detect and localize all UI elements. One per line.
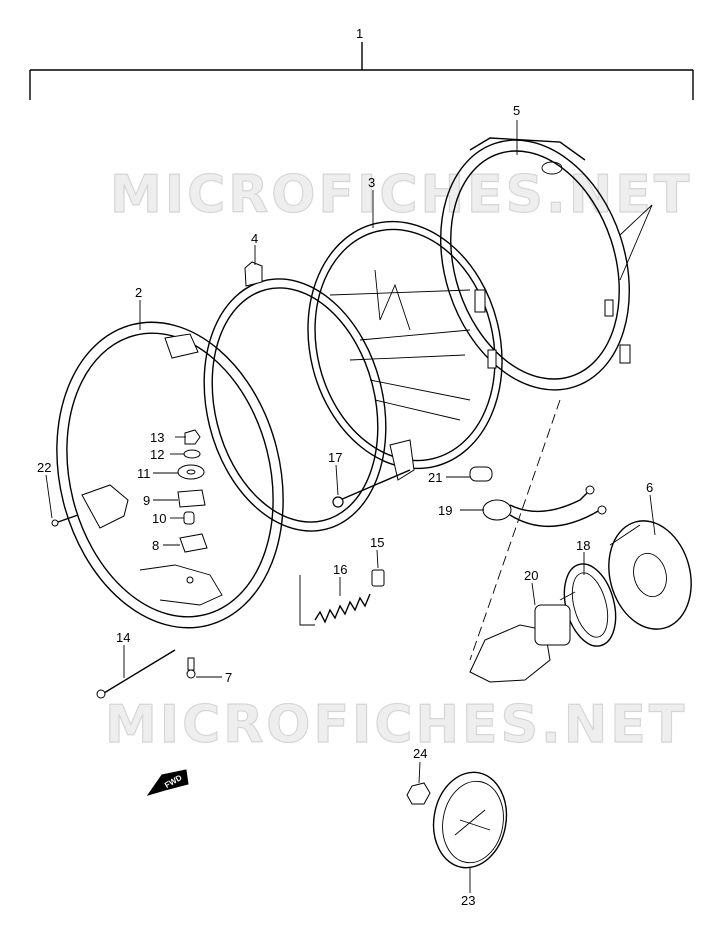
part-4-rim	[203, 261, 415, 532]
callout-11: 11	[137, 466, 151, 481]
part-23-cover	[432, 771, 508, 869]
watermark-top: MICROFICHES.NET	[110, 165, 692, 225]
part-22-screw	[51, 514, 79, 527]
hardware-stack	[177, 429, 208, 553]
part-19-socket	[482, 485, 607, 528]
divider-line	[469, 399, 561, 661]
callout-17: 17	[328, 450, 342, 465]
callout-20: 20	[524, 568, 538, 583]
part-2-case-ring	[56, 321, 284, 629]
callout-24: 24	[413, 746, 427, 761]
part-21-bulb	[469, 466, 493, 482]
callout-6: 6	[646, 480, 653, 495]
callout-16: 16	[333, 562, 347, 577]
part-3-sealed-beam	[307, 220, 503, 470]
callout-15: 15	[370, 535, 384, 550]
callout-23: 23	[461, 893, 475, 908]
callout-7: 7	[225, 670, 232, 685]
callout-4: 4	[251, 231, 258, 246]
callout-12: 12	[150, 447, 164, 462]
callout-22: 22	[37, 460, 51, 475]
callout-1: 1	[356, 26, 363, 41]
part-6-socket-housing	[608, 520, 692, 630]
assembly-bracket	[29, 42, 694, 100]
callout-2: 2	[135, 285, 142, 300]
part-17-screw	[332, 469, 411, 508]
fwd-direction-badge: FWD	[146, 769, 189, 796]
part-15-nut	[371, 569, 385, 587]
watermark-bottom: MICROFICHES.NET	[105, 695, 687, 755]
callout-21: 21	[428, 470, 442, 485]
part-14-bolt	[96, 649, 176, 699]
callout-8: 8	[152, 538, 159, 553]
part-16-spring	[299, 575, 371, 626]
callout-3: 3	[368, 175, 375, 190]
callout-5: 5	[513, 103, 520, 118]
callout-14: 14	[116, 630, 130, 645]
callout-19: 19	[438, 503, 452, 518]
callout-10: 10	[152, 511, 166, 526]
leader-lines	[45, 120, 656, 893]
part-7-bolt	[186, 657, 196, 679]
callout-18: 18	[576, 538, 590, 553]
part-20-halogen-bulb	[469, 591, 576, 683]
part-24-nut	[406, 782, 431, 805]
callout-9: 9	[143, 493, 150, 508]
part-5-housing	[440, 137, 653, 391]
callout-13: 13	[150, 430, 164, 445]
